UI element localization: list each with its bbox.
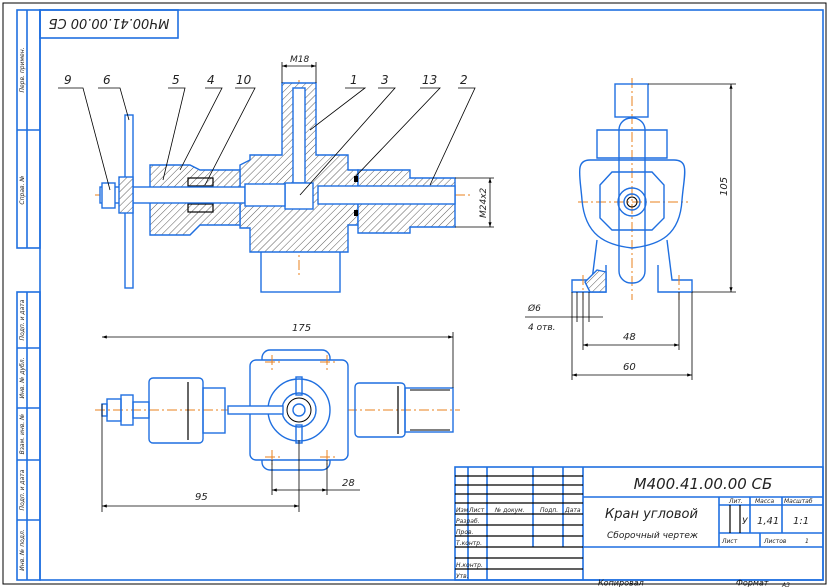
front-section-view: 9 6 5 4 10 1 3 13 2 М18 М24x2 bbox=[58, 55, 494, 293]
position-number: 5 bbox=[172, 73, 180, 87]
position-number: 10 bbox=[236, 73, 252, 87]
position-number: 3 bbox=[381, 73, 389, 87]
role-cell: Т.контр. bbox=[456, 540, 482, 547]
header-cell: Изм bbox=[456, 507, 469, 514]
header-cell: Лист bbox=[468, 507, 485, 514]
scale-value: 1:1 bbox=[793, 516, 809, 527]
scale-label: Масштаб bbox=[784, 498, 813, 505]
strip-label: Подп. и дата bbox=[19, 469, 26, 510]
dim-phi6: Ø6 bbox=[527, 303, 541, 314]
strip-label: Инв. № дубл. bbox=[19, 357, 26, 398]
position-number: 13 bbox=[422, 73, 437, 87]
strip-label: Подп. и дата bbox=[19, 299, 26, 340]
position-number: 1 bbox=[350, 73, 358, 87]
sheets-label: Листов bbox=[763, 538, 787, 545]
left-strip: Перв. примен. Справ. № Подп. и дата Инв.… bbox=[16, 9, 41, 581]
position-number: 4 bbox=[207, 73, 215, 87]
document-type: Сборочный чертеж bbox=[607, 531, 699, 541]
role-cell: Утв. bbox=[456, 573, 469, 580]
dim-48: 48 bbox=[623, 332, 636, 343]
dim-holes: 4 отв. bbox=[528, 323, 556, 333]
strip-label: Инв. № подл. bbox=[19, 529, 26, 570]
strip-label: Взам. инв. № bbox=[19, 414, 26, 455]
dim-m18: М18 bbox=[290, 55, 309, 65]
title-block: Изм Лист № докум. Подп. Дата Разраб. Про… bbox=[454, 466, 824, 588]
plan-view: 175 28 95 bbox=[95, 323, 460, 512]
header-cell: № докум. bbox=[494, 507, 525, 514]
rotated-designation-box: МЧ00.41.00.00 СБ bbox=[39, 9, 179, 39]
role-cell: Н.контр. bbox=[456, 562, 483, 569]
dim-28: 28 bbox=[342, 478, 355, 489]
position-number: 9 bbox=[64, 73, 72, 87]
strip-label: Справ. № bbox=[19, 175, 26, 204]
strip-label: Перв. примен. bbox=[19, 47, 26, 92]
format-label: Формат bbox=[736, 579, 769, 588]
dim-60: 60 bbox=[623, 362, 636, 373]
dim-105: 105 bbox=[719, 177, 730, 196]
copied-label: Копировал bbox=[598, 579, 644, 588]
lit-label: Лит. bbox=[728, 498, 743, 505]
dim-m24: М24x2 bbox=[479, 187, 489, 218]
sheets-value: 1 bbox=[805, 538, 809, 545]
dim-95: 95 bbox=[195, 492, 208, 503]
format-value: А3 bbox=[781, 582, 790, 588]
role-cell: Пров. bbox=[456, 529, 474, 536]
product-name: Кран угловой bbox=[605, 507, 698, 522]
mass-value: 1,41 bbox=[757, 516, 779, 527]
doc-designation: М400.41.00.00 СБ bbox=[634, 475, 773, 493]
header-cell: Дата bbox=[564, 507, 581, 514]
side-view: 105 48 60 Ø6 4 отв. bbox=[525, 78, 736, 380]
drawing-frame bbox=[39, 9, 824, 581]
position-number: 2 bbox=[460, 73, 468, 87]
rotated-designation: МЧ00.41.00.00 СБ bbox=[49, 15, 170, 30]
mass-label: Масса bbox=[755, 498, 774, 505]
position-number: 6 bbox=[103, 73, 111, 87]
sheet-label: Лист bbox=[721, 538, 738, 545]
dim-175: 175 bbox=[292, 323, 311, 334]
header-cell: Подп. bbox=[540, 507, 558, 514]
lit-value: У bbox=[742, 517, 748, 527]
role-cell: Разраб. bbox=[456, 518, 480, 525]
